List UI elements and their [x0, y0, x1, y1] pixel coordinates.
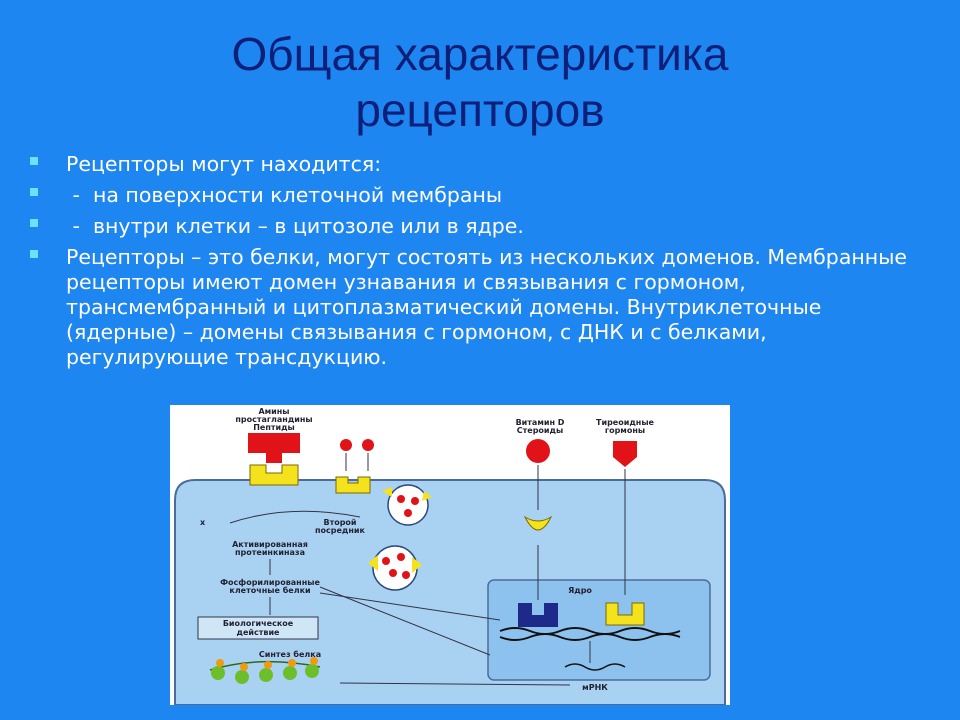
dna-strand	[499, 633, 681, 641]
nucleus	[487, 579, 711, 681]
cytosolic-receptor-shape	[523, 515, 553, 531]
receptor-diagram-svg: Амины простагландины Пептиды Второй поср…	[174, 407, 726, 705]
bullet-item: - на поверхности клеточной мембраны	[30, 183, 935, 208]
label-phospho-2: клеточные белки	[229, 585, 310, 595]
label-synthesis: Синтез белка	[259, 649, 321, 659]
dna-strand	[499, 627, 681, 635]
label-phospho-1: Фосфорилированные	[220, 578, 320, 587]
membrane-receptor-small	[335, 476, 371, 494]
label-kinase-1: Активированная	[232, 540, 308, 549]
bullet-square-icon	[30, 250, 38, 258]
thyroid-receptor-shape	[605, 602, 645, 626]
arrow-line	[339, 682, 571, 686]
bullet-text: - внутри клетки – в цитозоле или в ядре.	[66, 214, 524, 238]
bullet-square-icon	[30, 188, 38, 196]
bullet-square-icon	[30, 219, 38, 227]
label-peptides: Пептиды	[253, 423, 295, 432]
label-amines: Амины	[258, 407, 289, 416]
arrow-line	[319, 592, 501, 621]
label-mrna: мРНК	[582, 683, 608, 692]
bullet-item: Рецепторы могут находится:	[30, 152, 935, 177]
label-kinase-2: протеинкиназа	[235, 548, 305, 557]
label-prostaglandins: простагландины	[235, 415, 312, 424]
bullet-item: Рецепторы – это белки, могут состоять из…	[30, 245, 935, 370]
bullet-text: Рецепторы – это белки, могут состоять из…	[66, 245, 907, 369]
amine-hormone-dot	[362, 439, 374, 451]
steroid-hormone-shape	[526, 439, 550, 463]
bullet-item: - внутри клетки – в цитозоле или в ядре.	[30, 214, 935, 239]
label-bio-2: действие	[237, 628, 281, 637]
arrow-curve	[229, 510, 361, 524]
vesicle-upper	[382, 484, 432, 526]
vesicle-lower	[368, 545, 422, 591]
slide-title: Общая характеристика рецепторов	[0, 26, 960, 138]
label-second-1: Второй	[323, 518, 356, 527]
membrane-receptor-shape	[249, 464, 299, 486]
bullet-text: - на поверхности клеточной мембраны	[66, 183, 503, 207]
bullet-square-icon	[30, 157, 38, 165]
peptide-hormone-shape	[248, 433, 300, 463]
slide-title-line-1: Общая характеристика	[231, 28, 729, 80]
label-thyroid-2: гормоны	[605, 426, 645, 435]
nuclear-receptor-shape	[518, 603, 558, 627]
amine-hormone-dot	[340, 439, 352, 451]
label-second-2: посредник	[315, 526, 366, 535]
label-nucleus: Ядро	[568, 586, 592, 595]
mrna-wave	[564, 663, 626, 671]
slide-title-line-2: рецепторов	[355, 84, 605, 136]
bio-action-box	[197, 616, 319, 640]
bullet-list: Рецепторы могут находится: - на поверхно…	[30, 152, 935, 376]
label-bio-1: Биологическое	[223, 619, 294, 628]
label-x: x	[200, 518, 206, 527]
arrow-line	[319, 586, 491, 656]
bullet-text: Рецепторы могут находится:	[66, 152, 382, 176]
label-vitamin-d: Витамин D	[516, 418, 565, 427]
ribosome-beads	[211, 657, 319, 684]
label-thyroid-1: Тиреоидные	[596, 418, 655, 427]
thyroid-hormone-shape	[613, 441, 637, 467]
label-steroids: Стероиды	[517, 426, 563, 435]
receptor-diagram: Амины простагландины Пептиды Второй поср…	[170, 405, 730, 705]
